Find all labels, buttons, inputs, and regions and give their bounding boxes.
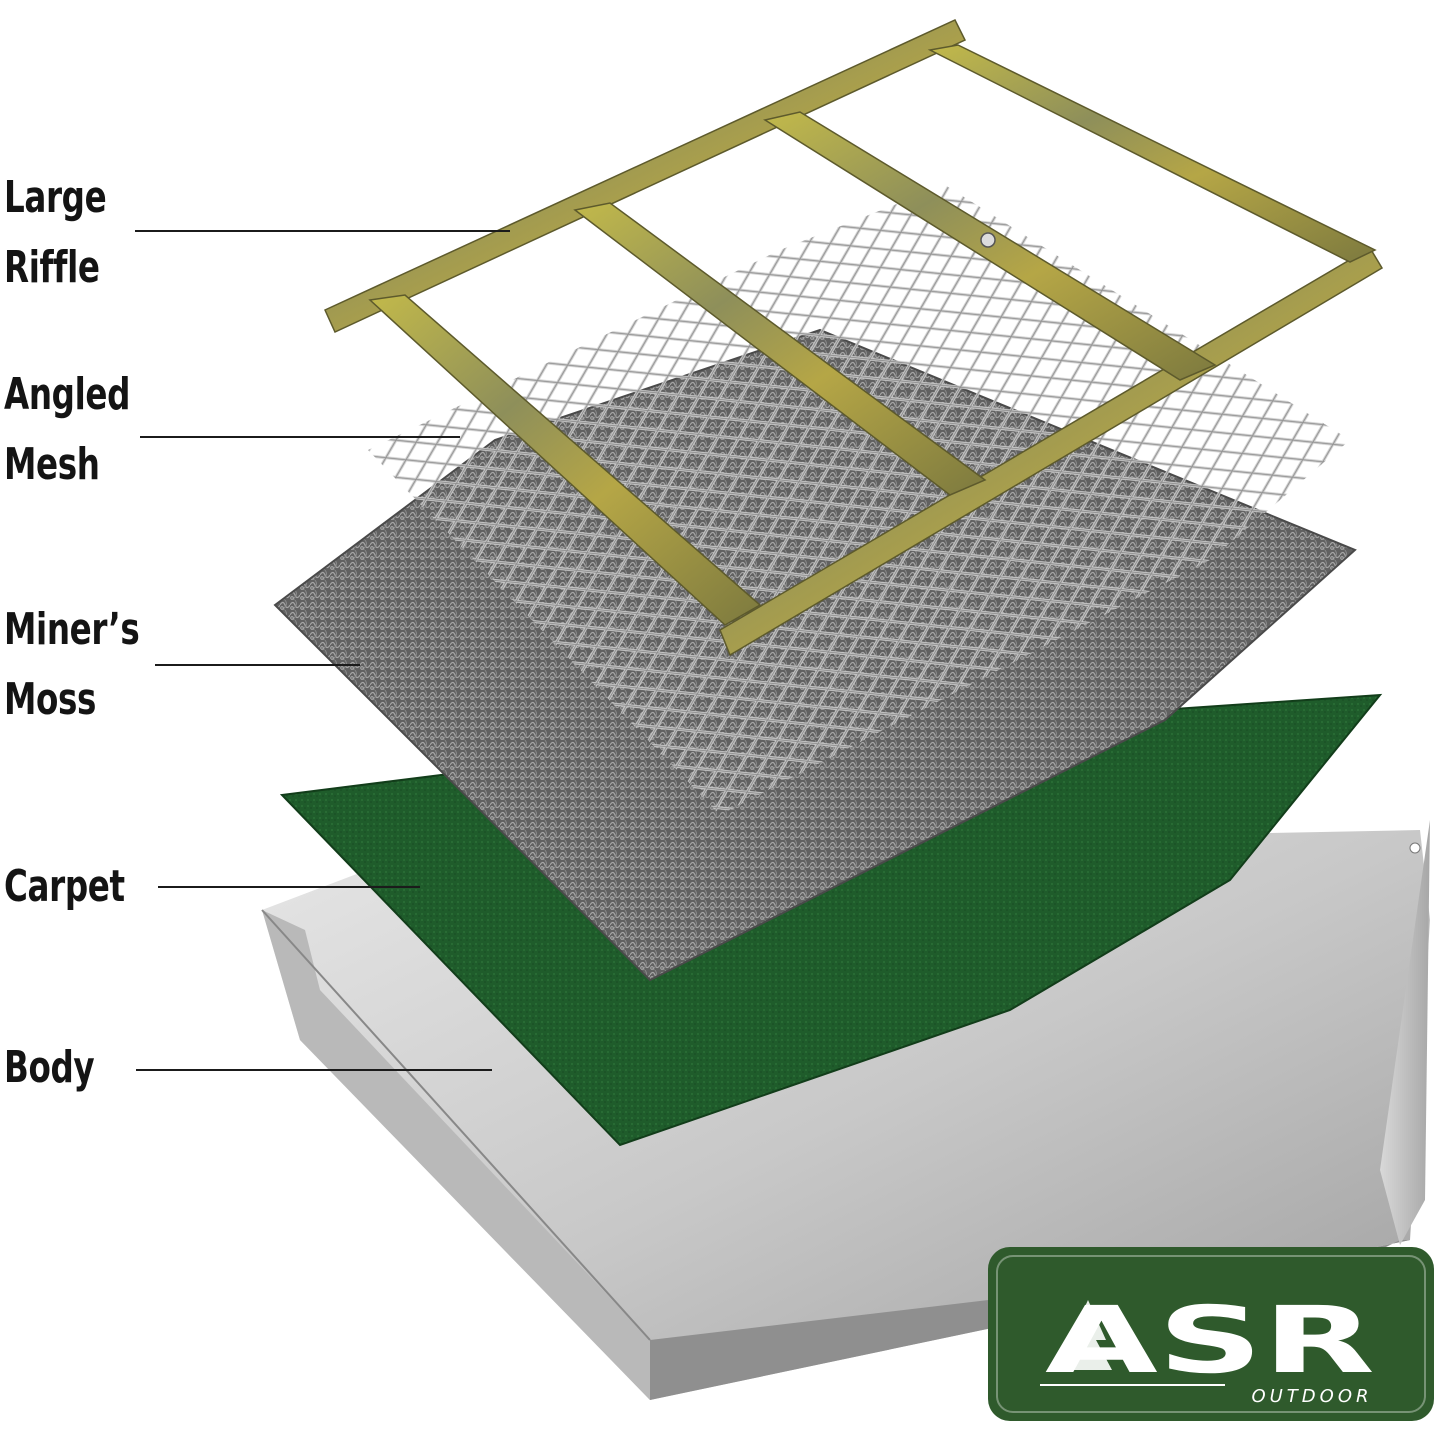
logo-main-text: ASR bbox=[1045, 1287, 1375, 1394]
label-large-riffle-line1: Large bbox=[4, 172, 107, 223]
label-angled-mesh-line1: Angled bbox=[4, 369, 131, 420]
asr-logo: ASR OUTDOOR bbox=[988, 1247, 1434, 1421]
pine-tree-icon bbox=[1064, 1300, 1112, 1370]
label-miners-moss-line1: Miner’s bbox=[4, 604, 140, 655]
label-carpet: Carpet bbox=[4, 852, 125, 922]
leader-line-angled-mesh bbox=[140, 436, 460, 438]
angled-mesh-layer bbox=[368, 185, 1350, 815]
label-body-line1: Body bbox=[4, 1042, 95, 1093]
label-angled-mesh: Angled Mesh bbox=[4, 360, 130, 500]
label-body: Body bbox=[4, 1033, 95, 1103]
label-miners-moss: Miner’s Moss bbox=[4, 595, 140, 735]
label-large-riffle-line2: Riffle bbox=[4, 242, 100, 293]
logo-sub-text: OUTDOOR bbox=[1251, 1386, 1372, 1407]
large-riffle-frame bbox=[324, 19, 1384, 657]
leader-line-carpet bbox=[158, 886, 420, 888]
label-miners-moss-line2: Moss bbox=[4, 674, 97, 725]
leader-line-large-riffle bbox=[135, 230, 510, 232]
label-carpet-line1: Carpet bbox=[4, 861, 125, 912]
leader-line-body bbox=[136, 1069, 492, 1071]
label-angled-mesh-line2: Mesh bbox=[4, 439, 100, 490]
leader-line-miners-moss bbox=[155, 664, 360, 666]
label-large-riffle: Large Riffle bbox=[4, 163, 107, 303]
